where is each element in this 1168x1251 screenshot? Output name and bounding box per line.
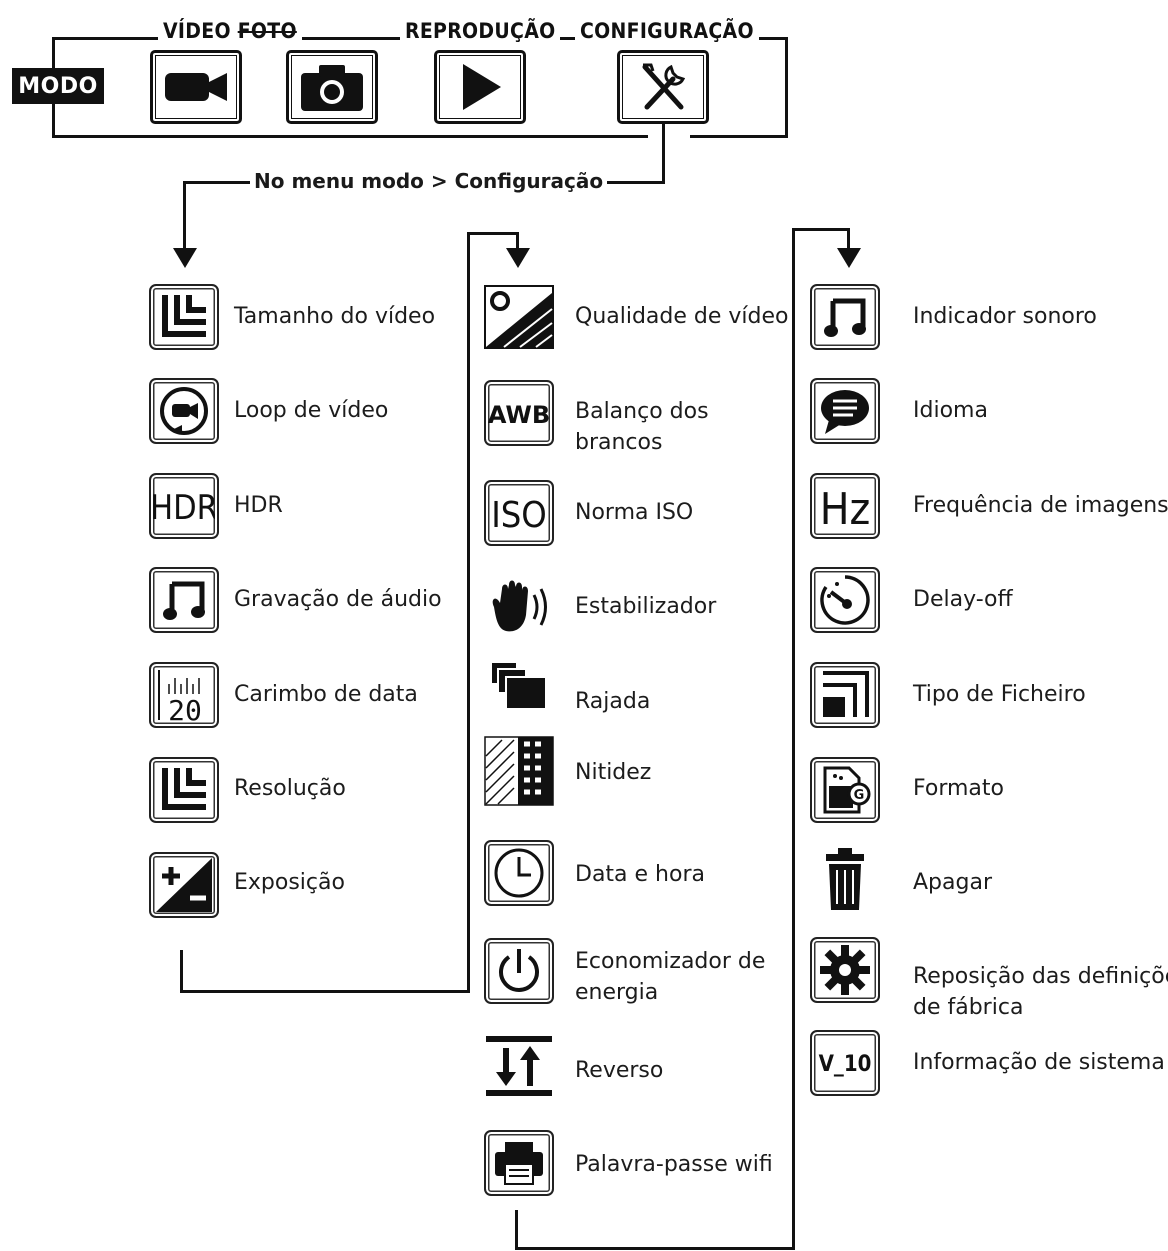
file-type-icon: [810, 662, 880, 728]
setting-label: Exposição: [234, 870, 345, 895]
video-camera-icon: [165, 73, 227, 101]
timer-icon: [810, 567, 880, 633]
settings-header: CONFIGURAÇÃO: [575, 19, 759, 43]
clock-icon: [484, 840, 554, 906]
video-header: VÍDEO FOTO: [158, 19, 302, 43]
setting-label: Idioma: [913, 398, 988, 423]
svg-text:V_10: V_10: [819, 1052, 872, 1077]
stabilizer-hand-icon: [484, 574, 554, 640]
setting-label: Formato: [913, 776, 1004, 801]
connector-col2-bottom: [515, 1210, 518, 1250]
settings-mode-button[interactable]: [617, 50, 709, 124]
arrow-down-icon: [173, 248, 197, 268]
photo-mode-button[interactable]: [286, 50, 378, 124]
power-icon: [484, 938, 554, 1004]
setting-label: Nitidez: [575, 760, 652, 785]
sharpness-icon: [484, 736, 554, 806]
playback-header: REPRODUÇÃO: [400, 19, 561, 43]
video-quality-icon: [484, 284, 554, 350]
video-mode-button[interactable]: [150, 50, 242, 124]
connector-col1-to-col2: [180, 990, 470, 993]
setting-label: Tipo de Ficheiro: [913, 682, 1086, 707]
hz-icon: Hz: [810, 473, 880, 539]
burst-icon: [484, 656, 554, 722]
gear-icon: [810, 937, 880, 1003]
setting-label: Reverso: [575, 1058, 664, 1083]
sd-card-icon: G: [810, 757, 880, 823]
svg-text:G: G: [854, 788, 865, 803]
connector-col1-down: [183, 181, 186, 253]
svg-text:Hz: Hz: [820, 484, 871, 532]
trash-icon: [810, 846, 880, 912]
setting-label: Loop de vídeo: [234, 398, 389, 423]
menu-path: No menu modo > Configuração: [250, 168, 608, 194]
arrow-down-icon: [837, 248, 861, 268]
speech-bubble-icon: [810, 378, 880, 444]
video-size-icon: [149, 284, 219, 350]
setting-label: Indicador sonoro: [913, 304, 1097, 329]
setting-label: Qualidade de vídeo: [575, 304, 789, 329]
connector-col2-vertical: [467, 232, 470, 993]
setting-label: Informação de sistema: [913, 1050, 1165, 1075]
setting-label: Tamanho do vídeo: [234, 304, 436, 329]
exposure-icon: [149, 852, 219, 918]
setting-label: Economizador de energia: [575, 949, 766, 1005]
setting-label: Data e hora: [575, 862, 705, 887]
resolution-icon: [149, 757, 219, 823]
setting-label: Gravação de áudio: [234, 587, 442, 612]
setting-label: Balanço dos brancos: [575, 399, 709, 455]
mode-frame-bottom-left: [52, 135, 648, 138]
connector-col2-to-col3: [515, 1247, 795, 1250]
connector-col2-down: [516, 232, 519, 254]
printer-icon: [484, 1130, 554, 1196]
connector-col2-top: [467, 232, 519, 235]
svg-text:20: 20: [168, 694, 202, 724]
awb-icon: AWB: [484, 380, 554, 446]
tools-icon: [642, 63, 686, 110]
setting-label: HDR: [234, 493, 283, 518]
setting-label: Carimbo de data: [234, 682, 418, 707]
iso-icon: ISO: [484, 480, 554, 546]
setting-label: Resolução: [234, 776, 346, 801]
date-stamp-icon: 20: [149, 662, 219, 728]
hdr-icon: HDR: [149, 473, 219, 539]
reverse-icon: [484, 1034, 554, 1100]
playback-mode-button[interactable]: [434, 50, 526, 124]
arrow-down-icon: [506, 248, 530, 268]
connector-col3-top: [792, 228, 850, 231]
mode-label: MODO: [12, 68, 104, 104]
version-icon: V_10: [810, 1030, 880, 1096]
svg-text:HDR: HDR: [153, 488, 215, 528]
connector-settings-down: [662, 124, 665, 184]
audio-note-icon: [149, 567, 219, 633]
setting-label: Apagar: [913, 870, 992, 895]
svg-text:AWB: AWB: [488, 401, 550, 429]
loop-video-icon: [149, 378, 219, 444]
beep-note-icon: [810, 284, 880, 350]
setting-label: Rajada: [575, 689, 651, 714]
mode-frame-right: [785, 37, 788, 138]
setting-label: Frequência de imagens: [913, 493, 1168, 518]
setting-label: Palavra-passe wifi: [575, 1152, 773, 1177]
setting-label: Reposição das definições de fábrica: [913, 964, 1168, 1020]
setting-label: Delay-off: [913, 587, 1013, 612]
play-icon: [463, 64, 501, 110]
photo-camera-icon: [301, 65, 363, 111]
connector-col3-down: [847, 228, 850, 254]
setting-label: Estabilizador: [575, 594, 717, 619]
connector-col1-bottom: [180, 950, 183, 993]
connector-col3-vertical: [792, 228, 795, 1250]
svg-text:ISO: ISO: [491, 495, 547, 536]
setting-label: Norma ISO: [575, 500, 694, 525]
mode-frame-bottom-right: [690, 135, 788, 138]
